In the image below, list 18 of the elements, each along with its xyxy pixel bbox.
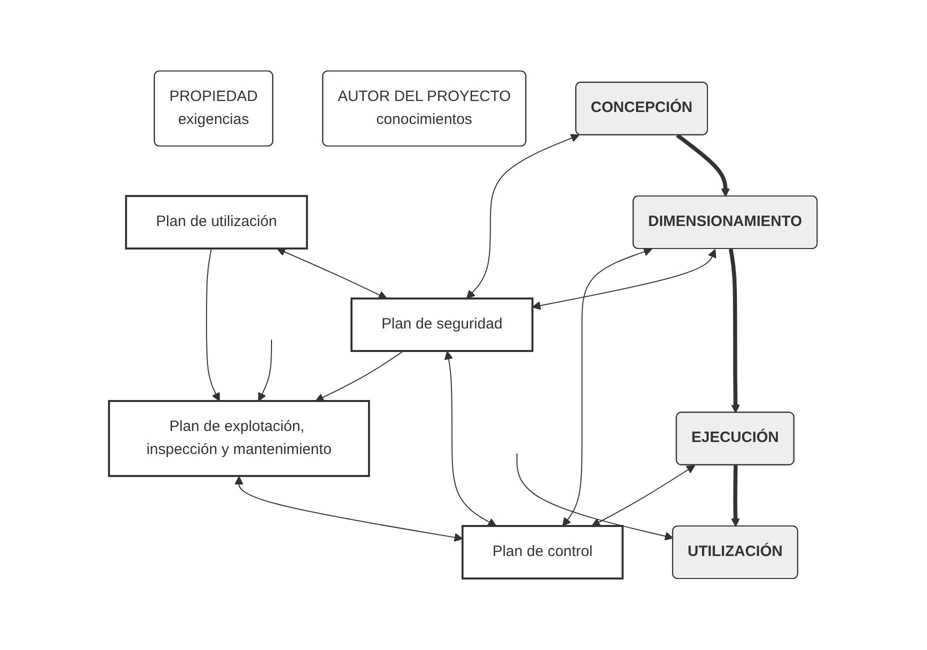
arrow	[676, 134, 730, 198]
arrow	[729, 248, 740, 414]
arrow	[732, 465, 740, 528]
node-box: Plan de control	[462, 525, 624, 580]
arrow	[206, 248, 220, 402]
arrow	[562, 248, 653, 527]
node-box: Plan de explotación, inspección y mantenimiento	[108, 400, 370, 478]
node-box: Plan de utilización	[126, 195, 308, 250]
arrow	[316, 350, 404, 402]
arrow	[235, 476, 464, 542]
arrow	[444, 351, 498, 527]
arrow	[592, 465, 696, 527]
arrow	[258, 340, 272, 402]
arrow	[466, 134, 580, 300]
arrow	[277, 248, 388, 300]
arrow	[516, 453, 674, 541]
node-box: Plan de seguridad	[350, 298, 534, 352]
arrow	[532, 249, 717, 310]
